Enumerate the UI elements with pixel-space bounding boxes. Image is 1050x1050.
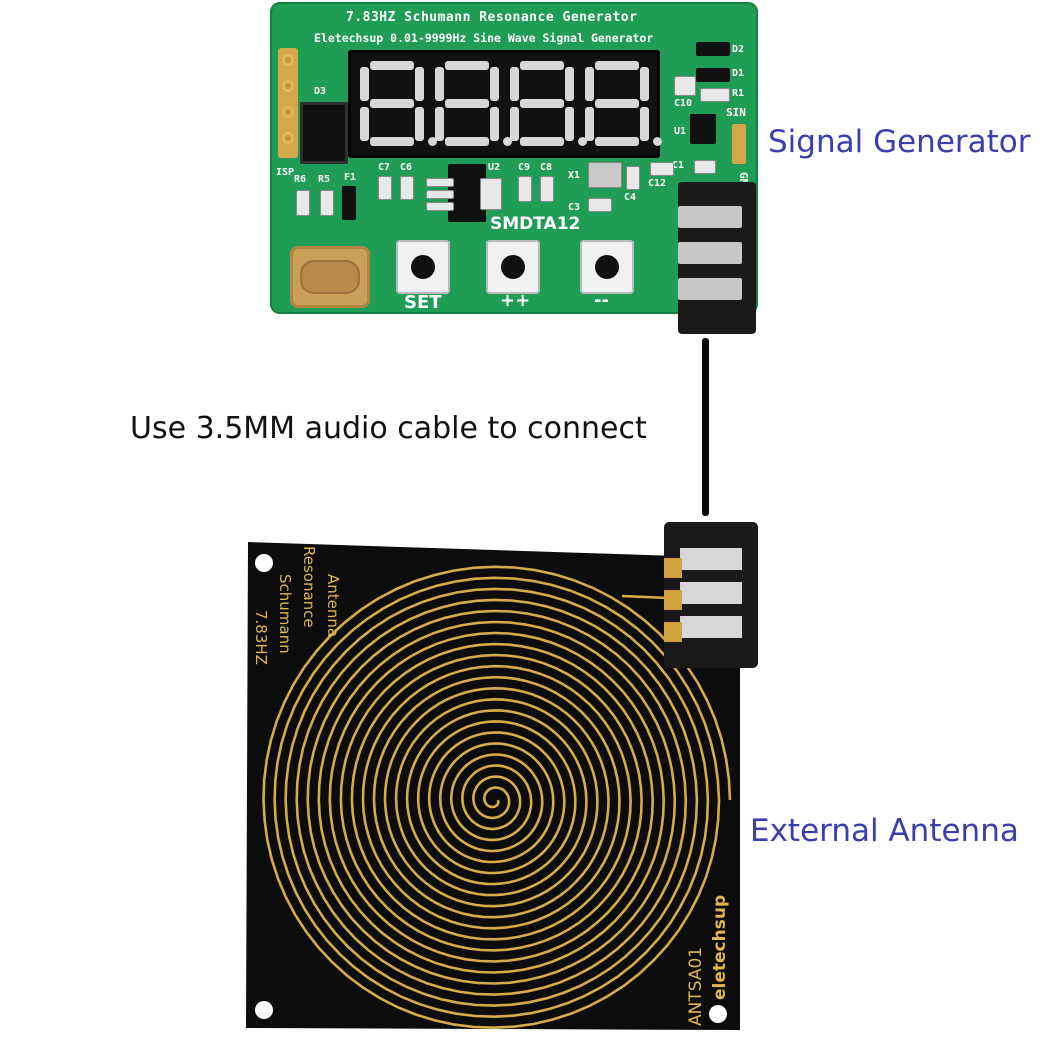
signal-generator-caption: Signal Generator <box>768 124 1031 160</box>
usb-c-port[interactable] <box>290 246 370 308</box>
capacitor-c9 <box>518 176 532 202</box>
resistor-r5 <box>320 190 334 216</box>
u1-label: U1 <box>674 126 687 137</box>
external-antenna-caption: External Antenna <box>750 813 1019 849</box>
r1-label: R1 <box>732 88 745 99</box>
display-digit <box>359 61 437 147</box>
antenna-spiral-trace <box>262 565 732 1030</box>
isp-label: ISP <box>276 167 295 178</box>
mounting-hole <box>255 554 273 572</box>
antenna-jack <box>664 522 758 668</box>
capacitor-c7 <box>378 176 392 200</box>
capacitor-c4 <box>626 166 640 190</box>
set-button[interactable] <box>396 240 450 294</box>
antenna-pcb <box>246 542 740 1030</box>
antenna-label-line4: Antenna <box>324 574 342 638</box>
r5-label: R5 <box>318 174 331 185</box>
antenna-label-line2: Schumann <box>276 574 294 654</box>
antenna-brand: eletechsup <box>710 894 730 1000</box>
capacitor-c8 <box>540 176 554 202</box>
u2-tab <box>480 178 502 210</box>
usb-c-opening <box>300 260 360 294</box>
isp-header <box>278 48 298 158</box>
increment-button-label: ++ <box>500 290 531 311</box>
u2-label: U2 <box>488 162 501 173</box>
diode-d1 <box>696 68 730 82</box>
mounting-hole <box>709 1005 727 1023</box>
audio-jack-3-5mm[interactable] <box>678 182 756 334</box>
display-digit <box>434 61 512 147</box>
increment-button[interactable] <box>486 240 540 294</box>
board-model: SMDTA12 <box>490 214 581 234</box>
d3-label: D3 <box>314 86 327 97</box>
cable-instruction-caption: Use 3.5MM audio cable to connect <box>130 411 647 446</box>
crystal-x1 <box>588 162 622 188</box>
capacitor-c11 <box>694 160 716 174</box>
board-subtitle-silkscreen: Eletechsup 0.01-9999Hz Sine Wave Signal … <box>314 31 654 45</box>
jack-pad <box>664 590 682 610</box>
audio-cable <box>702 338 709 516</box>
u2-pin <box>426 202 454 211</box>
capacitor-c3 <box>588 198 612 212</box>
c4-label: C4 <box>624 192 637 203</box>
c12-label: C12 <box>648 178 667 189</box>
display-digit <box>584 61 662 147</box>
set-button-label: SET <box>404 292 442 313</box>
fuse-f1 <box>342 186 356 220</box>
chip-u1 <box>690 114 716 144</box>
jack-ring <box>680 582 742 604</box>
capacitor-c6 <box>400 176 414 200</box>
signal-pin-header <box>732 124 746 164</box>
mounting-hole <box>255 1001 273 1019</box>
seven-segment-display <box>348 50 662 158</box>
jack-pad <box>664 622 682 642</box>
c7-label: C7 <box>378 162 391 173</box>
diode-d2 <box>696 42 730 56</box>
r6-label: R6 <box>294 174 307 185</box>
decrement-button-label: -- <box>594 290 609 311</box>
antenna-feed-trace <box>621 594 669 600</box>
c6-label: C6 <box>400 162 413 173</box>
diode-d3 <box>300 102 348 164</box>
decrement-button[interactable] <box>580 240 634 294</box>
c11-label: C1 <box>672 160 685 171</box>
c10-label: C10 <box>674 98 693 109</box>
antenna-model: ANTSA01 <box>686 946 706 1026</box>
sin-label: SIN <box>726 106 746 119</box>
signal-generator-board: 7.83HZ Schumann Resonance Generator Elet… <box>270 2 758 334</box>
resistor-r6 <box>296 190 310 216</box>
antenna-label-line1: 7.83HZ <box>252 610 270 665</box>
u2-pin <box>426 190 454 199</box>
capacitor-c12 <box>650 162 674 176</box>
capacitor-c10 <box>674 76 696 96</box>
board-title-silkscreen: 7.83HZ Schumann Resonance Generator <box>346 10 638 25</box>
display-digit <box>509 61 587 147</box>
jack-ring <box>680 616 742 638</box>
d1-label: D1 <box>732 68 745 79</box>
antenna-board <box>246 542 740 1030</box>
c8-label: C8 <box>540 162 553 173</box>
x1-label: X1 <box>568 170 581 181</box>
jack-pad <box>664 558 682 578</box>
resistor-r1 <box>700 88 730 102</box>
f1-label: F1 <box>344 172 357 183</box>
antenna-label-line3: Resonance <box>300 546 318 628</box>
u2-pin <box>426 178 454 187</box>
c9-label: C9 <box>518 162 531 173</box>
jack-ring <box>680 548 742 570</box>
regulator-u2 <box>448 164 486 222</box>
c3-label: C3 <box>568 202 581 213</box>
d2-label: D2 <box>732 44 745 55</box>
